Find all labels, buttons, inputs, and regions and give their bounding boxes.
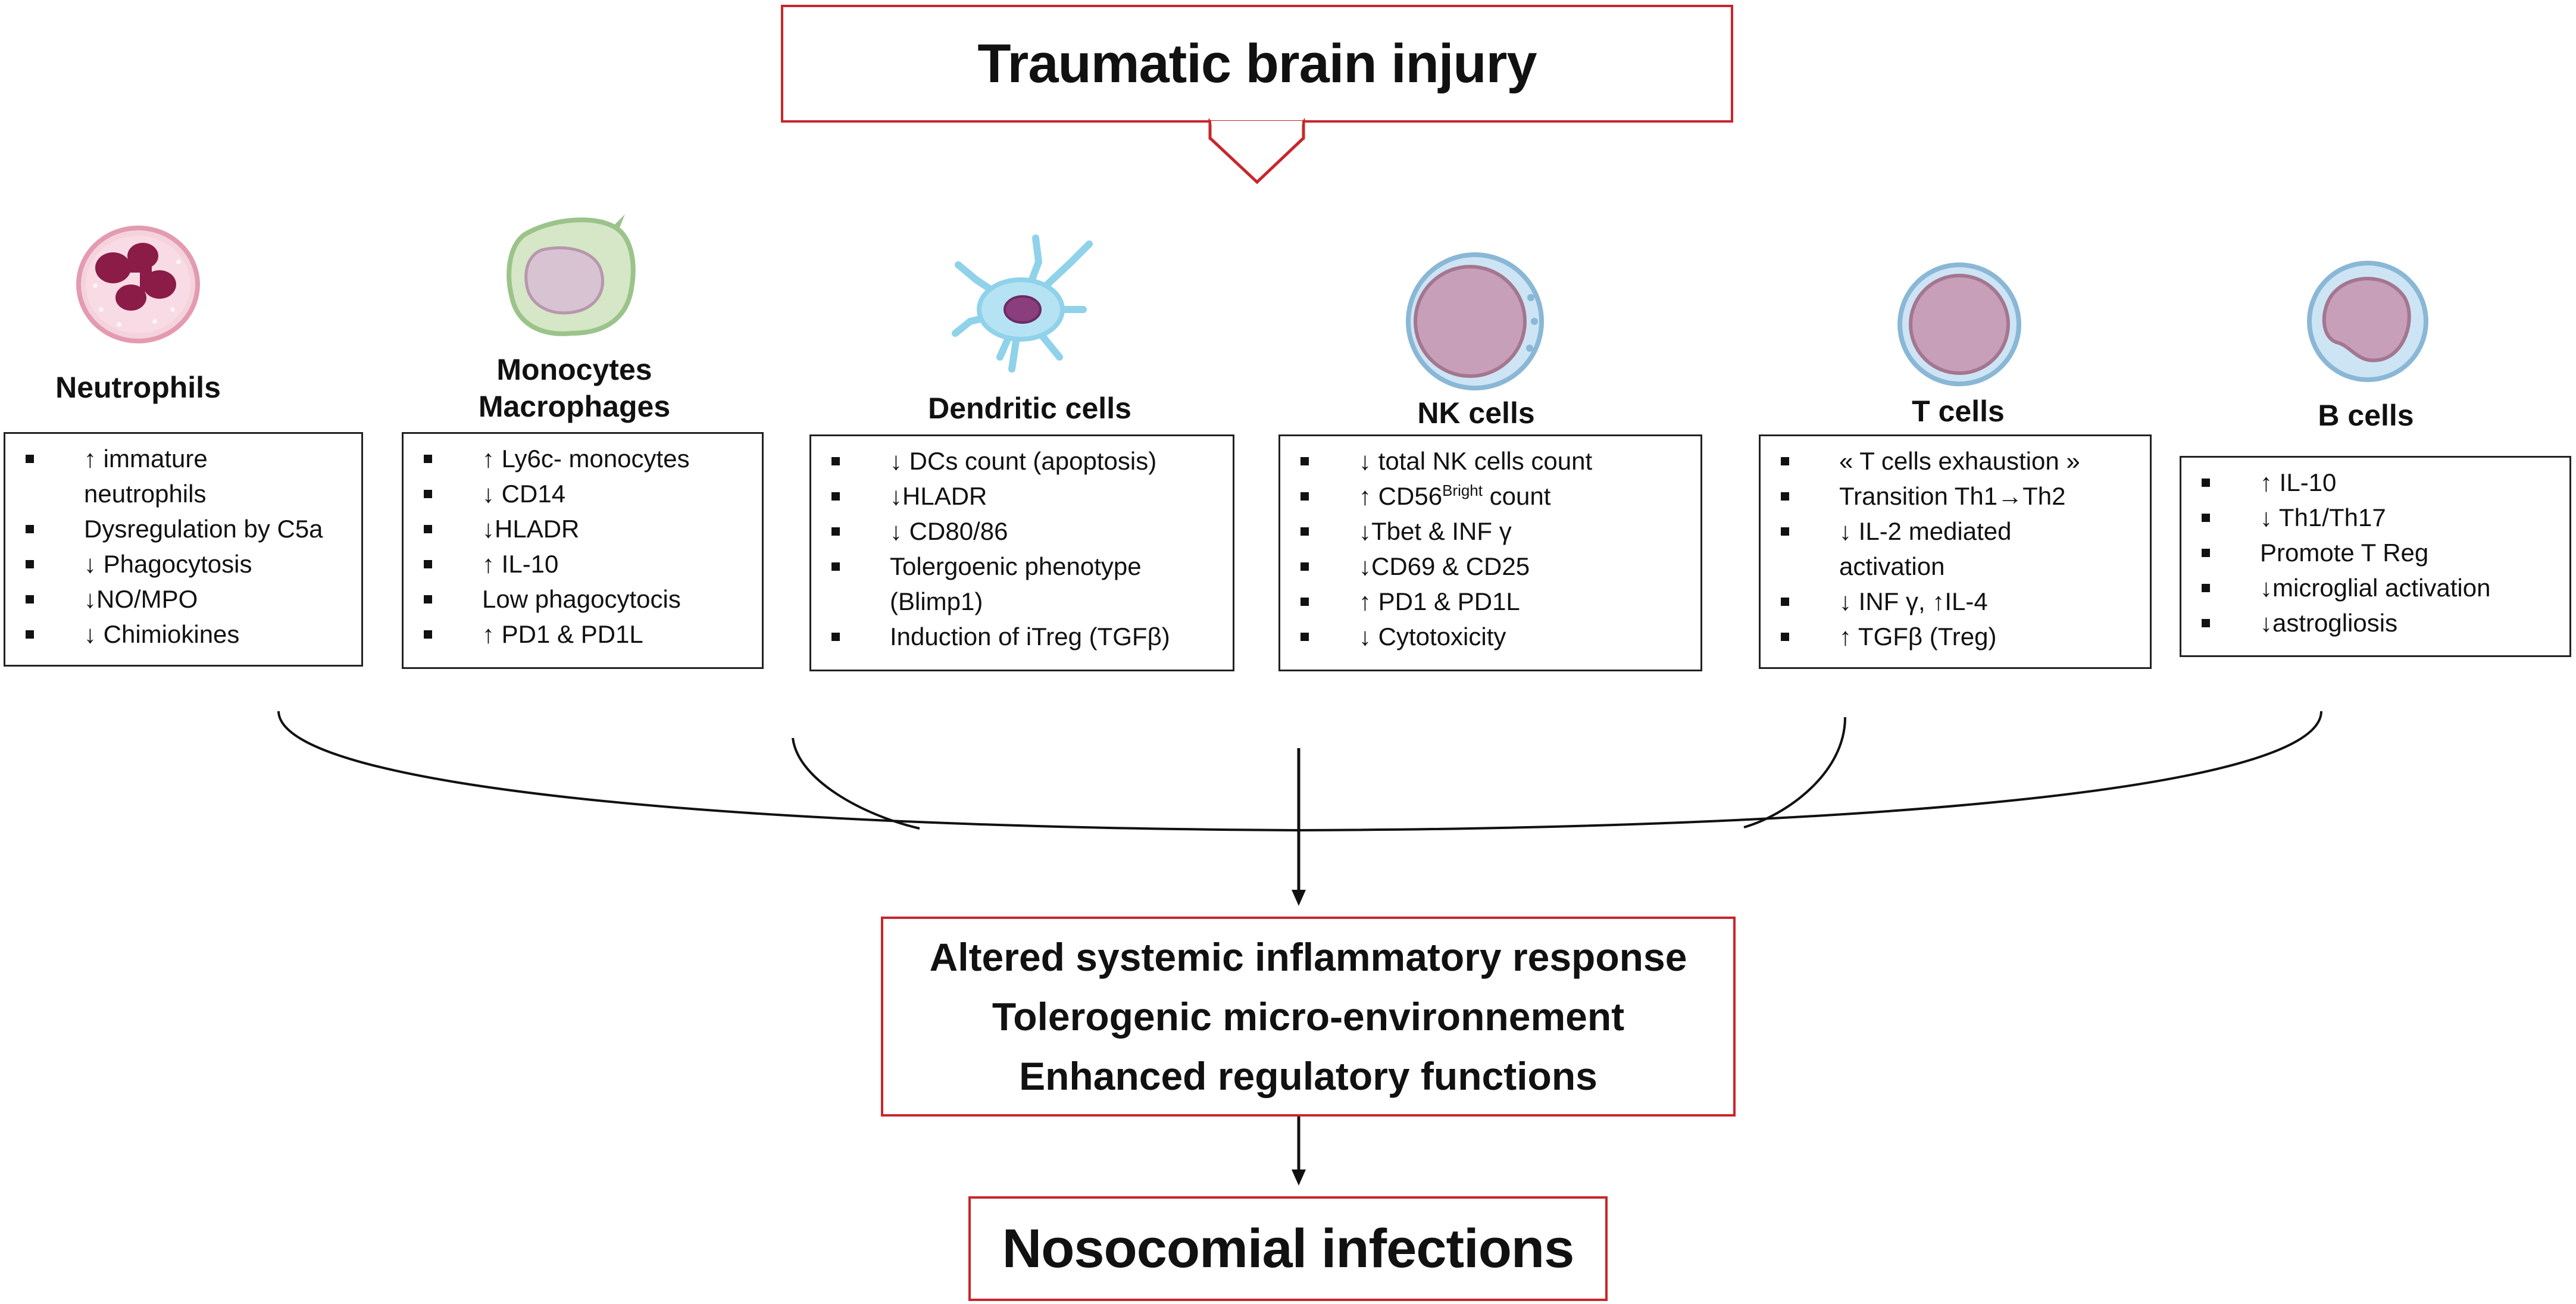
list-item: ↓ Th1/Th17 — [2190, 500, 2561, 535]
arrow-to-final — [1292, 1116, 1306, 1186]
list-item: ↑ PD1 & PD1L — [412, 617, 754, 652]
list-item: ↓ IL-2 mediated activation — [1769, 514, 2077, 584]
outcome-line-3: Enhanced regulatory functions — [1019, 1054, 1598, 1098]
cell-name-monocytes-line2: Macrophages — [478, 390, 671, 423]
neutrophil-icon — [76, 226, 200, 343]
list-item: ↓ Phagocytosis — [14, 546, 353, 581]
list-item: ↓HLADR — [820, 479, 1224, 514]
list-item: ↑ PD1 & PD1L — [1289, 584, 1692, 619]
list-item: ↑ IL-10 — [2190, 465, 2561, 500]
list-item: ↓ Cytotoxicity — [1289, 619, 1692, 654]
monocytes-box: ↑ Ly6c- monocytes ↓ CD14 ↓HLADR ↑ IL-10 … — [402, 432, 764, 669]
cd56-text: ↑ CD56 — [1359, 482, 1443, 510]
dendritic-cell-icon — [952, 234, 1093, 373]
t-cells-box: « T cells exhaustion » Transition Th1→Th… — [1759, 434, 2152, 669]
cell-name-nk: NK cells — [1417, 396, 1535, 430]
outcome-line-2: Tolerogenic micro-environnement — [992, 995, 1625, 1039]
list-item: ↓HLADR — [412, 511, 754, 546]
cell-name-t: T cells — [1912, 395, 2005, 428]
list-item: Transition Th1→Th2 — [1769, 479, 2142, 514]
count-text: count — [1482, 482, 1551, 510]
outcome-line-1: Altered systemic inflammatory response — [929, 935, 1687, 979]
list-item: ↓microglial activation — [2190, 570, 2561, 605]
macrophage-icon — [507, 214, 636, 336]
list-item: Low phagocytocis — [412, 581, 754, 617]
list-item: Induction of iTreg (TGFβ) — [820, 619, 1224, 654]
cell-name-dendritic: Dendritic cells — [928, 392, 1131, 425]
list-item: ↓CD69 & CD25 — [1289, 549, 1692, 584]
list-item: ↓ total NK cells count — [1289, 443, 1692, 479]
arrow-to-outcome — [1292, 748, 1306, 906]
nk-cell-icon — [1406, 252, 1544, 390]
cell-name-monocytes-macrophages: Monocytes Macrophages — [464, 351, 684, 425]
list-item: Promote T Reg — [2190, 535, 2561, 570]
list-item: Dysregulation by C5a — [14, 511, 353, 546]
list-item: ↓ Chimiokines — [14, 617, 353, 652]
list-item: ↓NO/MPO — [14, 581, 353, 617]
list-item: ↑ CD56Bright count — [1289, 479, 1692, 514]
cell-name-neutrophils: Neutrophils — [55, 371, 221, 404]
outcome-box: Altered systemic inflammatory response T… — [881, 917, 1736, 1117]
list-item: ↓ CD14 — [412, 476, 754, 511]
nk-cells-box: ↓ total NK cells count ↑ CD56Bright coun… — [1278, 434, 1702, 671]
final-box: Nosocomial infections — [968, 1196, 1608, 1301]
bright-superscript: Bright — [1442, 481, 1483, 499]
cell-name-monocytes-line1: Monocytes — [496, 353, 652, 386]
b-cell-icon — [2307, 261, 2428, 382]
cell-name-b: B cells — [2318, 399, 2414, 432]
list-item: « T cells exhaustion » — [1769, 443, 2142, 479]
diagram-title: Traumatic brain injury — [977, 33, 1537, 94]
list-item: ↓ INF γ, ↑IL-4 — [1769, 584, 2142, 619]
list-item: ↓astrogliosis — [2190, 605, 2561, 640]
list-item: ↑ immature neutrophils — [14, 441, 310, 511]
list-item: ↓ DCs count (apoptosis) — [820, 443, 1224, 479]
b-cells-box: ↑ IL-10 ↓ Th1/Th17 Promote T Reg ↓microg… — [2180, 456, 2571, 657]
dendritic-box: ↓ DCs count (apoptosis) ↓HLADR ↓ CD80/86… — [809, 434, 1234, 671]
final-outcome: Nosocomial infections — [1002, 1218, 1574, 1279]
list-item: ↑ TGFβ (Treg) — [1769, 619, 2142, 654]
t-cell-icon — [1897, 262, 2021, 386]
list-item: ↑ Ly6c- monocytes — [412, 441, 754, 476]
list-item: ↓ CD80/86 — [820, 514, 1224, 549]
list-item: Tolergoenic phenotype (Blimp1) — [820, 549, 1170, 619]
neutrophils-box: ↑ immature neutrophils Dysregulation by … — [4, 432, 363, 667]
list-item: ↑ IL-10 — [412, 546, 754, 581]
title-box: Traumatic brain injury — [781, 5, 1733, 123]
list-item: ↓Tbet & INF γ — [1289, 514, 1692, 549]
